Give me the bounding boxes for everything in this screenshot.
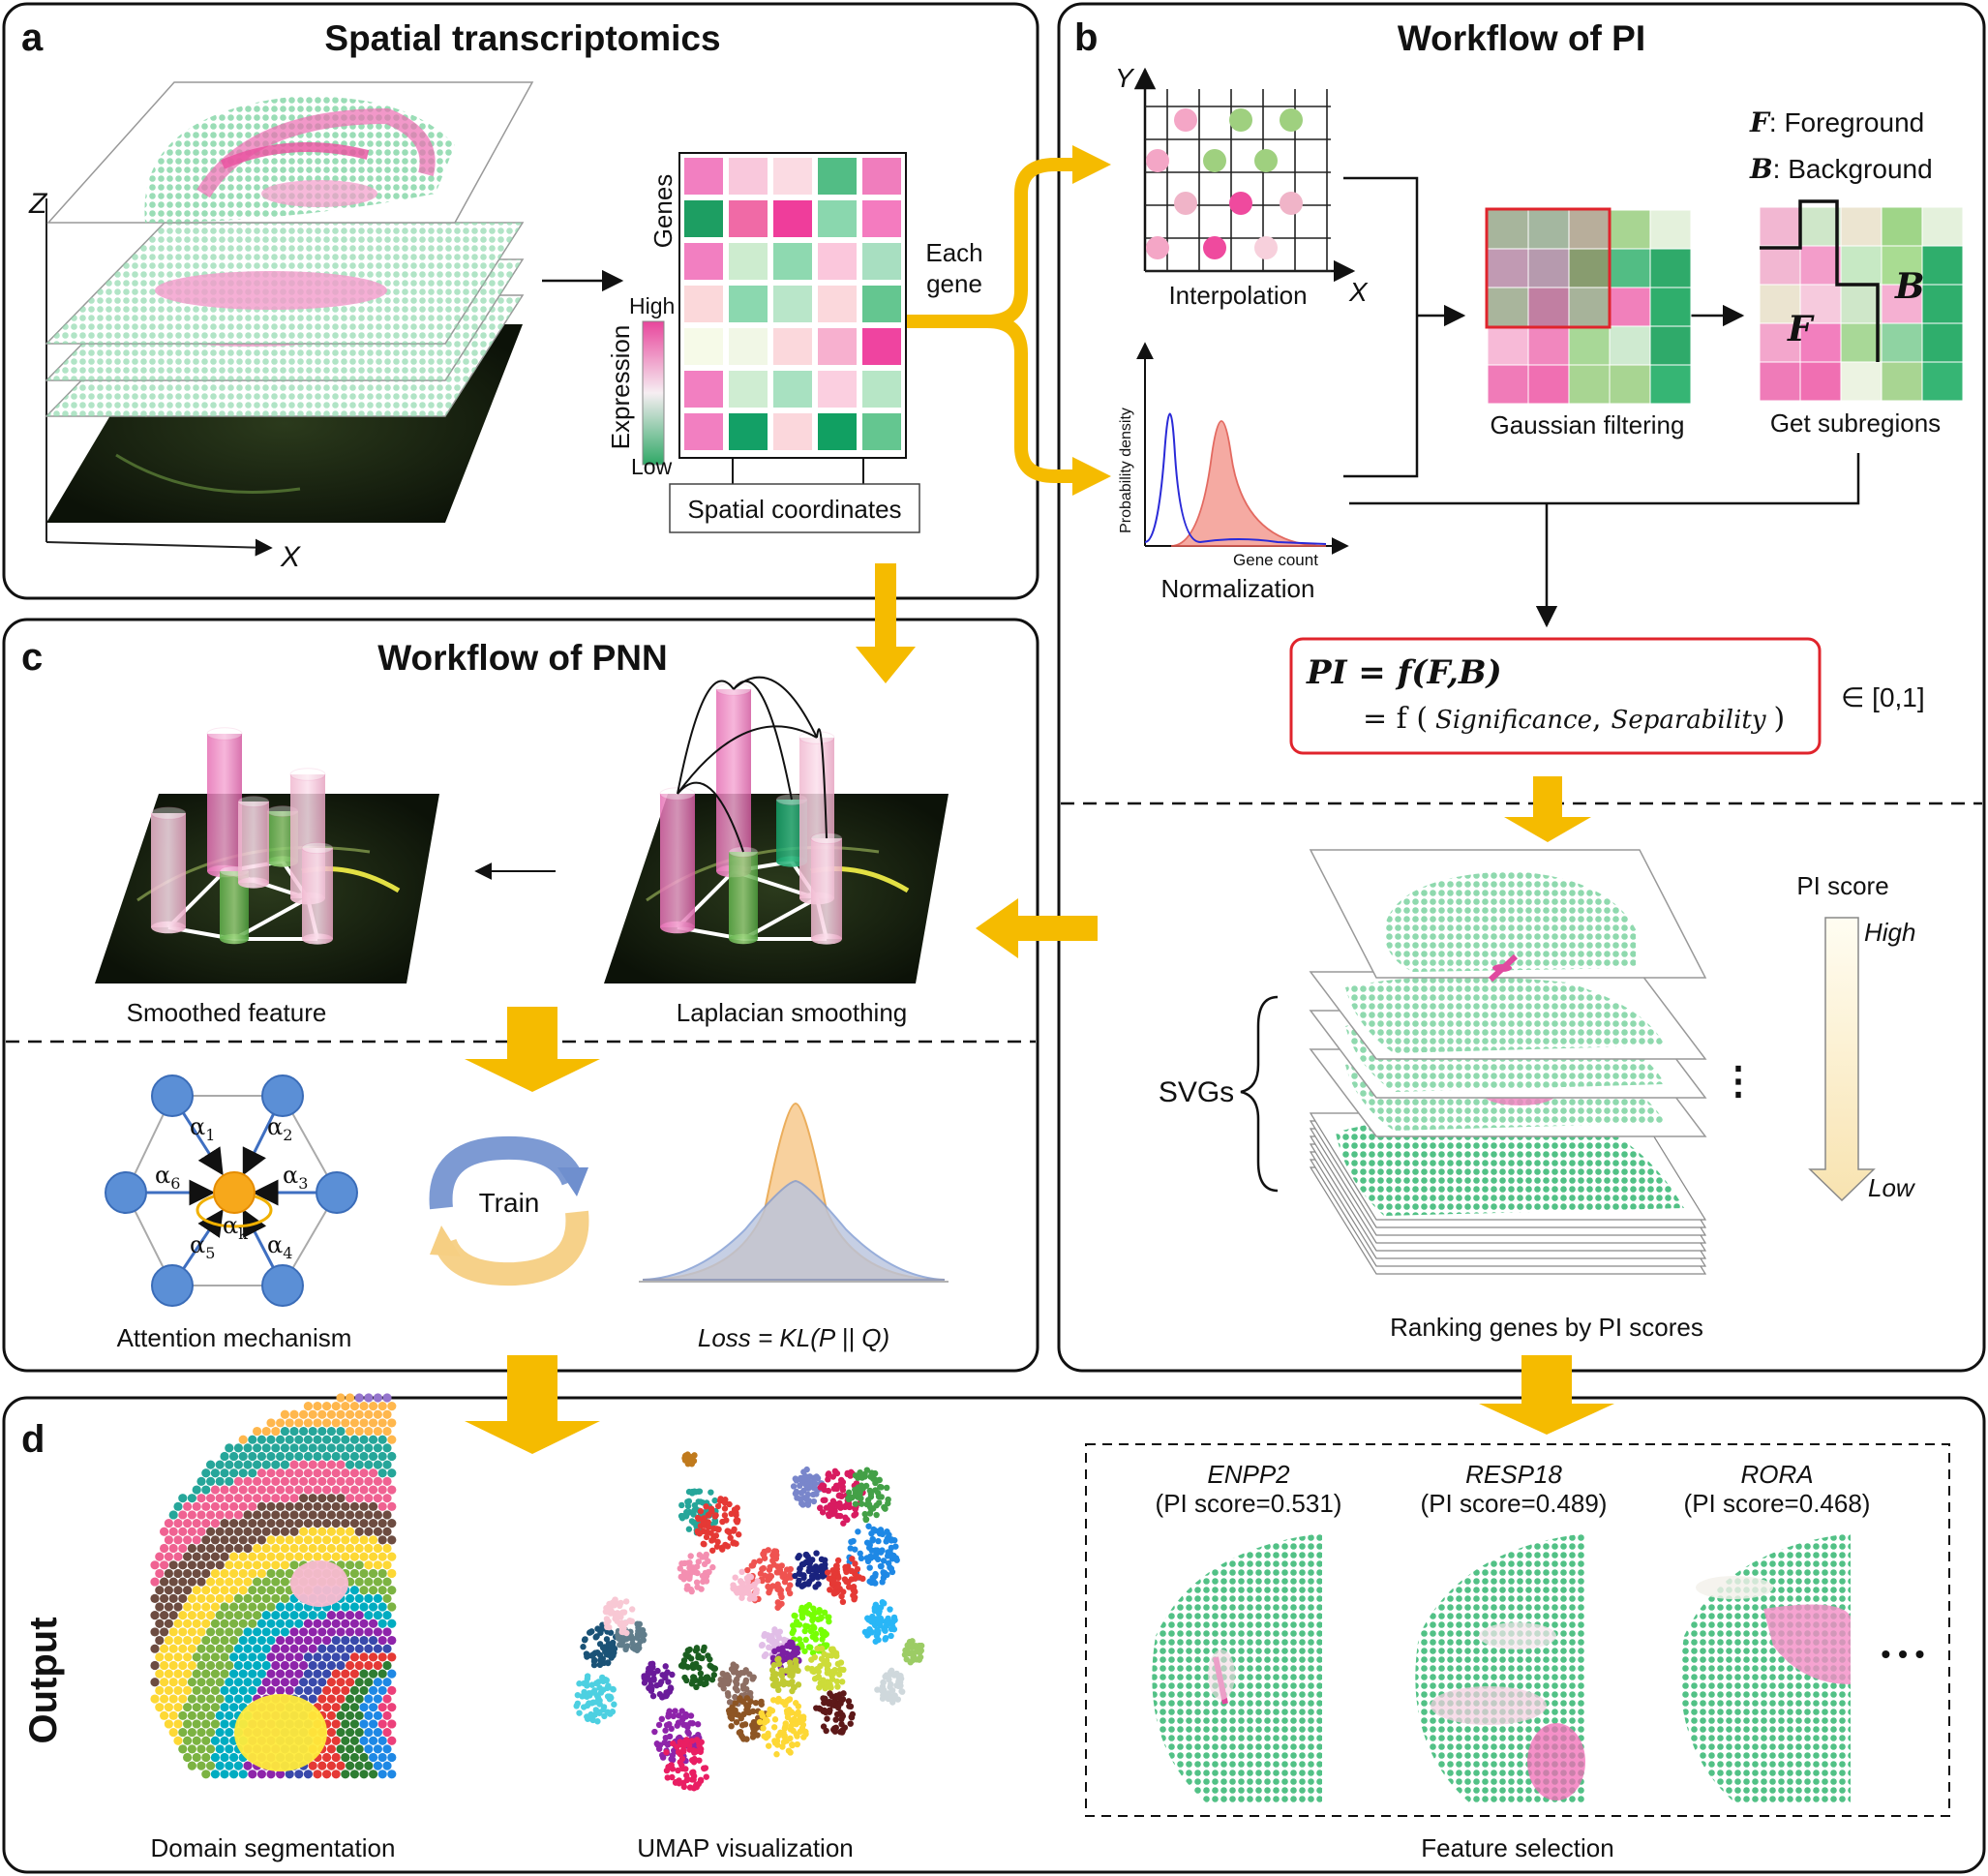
interp-x-label: X [1348,277,1369,307]
alpha-label: α1 [190,1113,215,1144]
panel-b-title: Workflow of PI [1398,18,1645,58]
laplacian-smoothing-label: Laplacian smoothing [677,998,908,1027]
pi-range-label: ∈ [0,1] [1841,682,1925,712]
svgs-brace [1240,995,1279,1193]
yellow-split-arrow [907,158,1074,483]
alpha-label: αk [223,1212,248,1243]
panel-c-letter: c [21,636,43,679]
legend-foreground: F: Foreground [1749,106,1924,138]
normalization-label: Normalization [1161,574,1315,603]
gene-score-3: (PI score=0.468) [1684,1489,1871,1518]
smoothed-feature-scene [95,727,439,983]
svgs-label: SVGs [1159,1076,1234,1108]
colorbar-low-label: Low [631,454,673,479]
panel-b-letter: b [1074,16,1098,59]
arrow-a-to-c [856,563,916,683]
arrow-c-to-d [465,1355,600,1454]
normalization-plot [1136,342,1349,555]
gaussian-filtering-label: Gaussian filtering [1491,410,1685,439]
axis-z-label: Z [28,188,48,220]
gene-score-2: (PI score=0.489) [1421,1489,1608,1518]
ranked-svg-stack [1309,849,1707,1275]
axis-x-label: X [280,541,301,573]
interp-y-label: Y [1115,63,1135,93]
each-gene-label-2: gene [926,269,982,298]
panel-d-frame [2,1396,1986,1874]
umap-visualization-label: UMAP visualization [637,1833,854,1862]
alpha-label: α4 [267,1231,292,1262]
grid-foreground-symbol: F [1787,309,1815,349]
arrow-c-internal [465,1007,600,1092]
expression-colorbar [642,320,665,466]
pi-score-high: High [1864,918,1915,947]
train-cycle [429,1135,589,1286]
panel-d-title: Output [22,1617,65,1743]
prob-density-label: Probability density [1118,408,1134,533]
smoothed-feature-label: Smoothed feature [127,998,327,1027]
expression-matrix [678,152,907,459]
gaussian-filter-grid [1487,209,1692,405]
alpha-label: α3 [283,1162,308,1193]
arrow-b-to-c [976,898,1098,958]
formula-line-1: PI = f(F,B) [1306,653,1502,692]
gaussian-kernel-box [1485,207,1611,329]
genes-axis-label: Genes [648,174,678,249]
domain-segmentation-map [150,1393,397,1779]
gene-score-1: (PI score=0.531) [1156,1489,1342,1518]
subregions-grid [1759,206,1964,402]
panel-a-title: Spatial transcriptomics [324,18,720,58]
colorbar-high-label: High [629,293,675,318]
feature-selection-label: Feature selection [1421,1833,1613,1862]
each-gene-label-1: Each [925,238,982,267]
feature-selection-box [1085,1443,1950,1817]
alpha-label: α2 [267,1113,292,1144]
pi-score-low: Low [1868,1173,1916,1202]
gene-name-2: RESP18 [1465,1460,1562,1489]
subregion-boundary [1760,199,1880,362]
formula-line-2: = f (Significance,Separability) [1363,702,1785,736]
spatial-coordinates-box [669,483,920,533]
loss-label: Loss = KL(P || Q) [698,1323,889,1352]
laplacian-smoothing-scene [604,676,949,983]
alpha-label: α5 [190,1231,215,1262]
arrow-formula-to-ranking [1504,776,1591,842]
arrow-b-to-d [1479,1355,1614,1435]
domain-segmentation-label: Domain segmentation [151,1833,396,1862]
gene-expression-maps [1152,1533,1851,1804]
stack-dots: ⋮ [1719,1060,1758,1103]
gene-name-1: ENPP2 [1207,1460,1290,1489]
get-subregions-label: Get subregions [1770,408,1941,438]
ranking-label: Ranking genes by PI scores [1390,1313,1703,1342]
umap-scatter [573,1451,925,1792]
gene-maps-ellipsis: • • • [1882,1639,1925,1669]
panel-a-letter: a [21,16,44,59]
pi-formula-box [1289,637,1822,755]
alpha-label: α6 [155,1162,180,1193]
panel-a-frame [2,2,1039,600]
gene-name-3: RORA [1740,1460,1813,1489]
grid-background-symbol: B [1894,266,1924,307]
gene-count-label: Gene count [1233,551,1318,569]
train-label: Train [479,1188,540,1218]
panel-d-letter: d [21,1418,45,1461]
attention-mechanism-label: Attention mechanism [117,1323,352,1352]
panel-c-title: Workflow of PNN [377,638,667,678]
loss-distributions [639,1102,949,1283]
attention-mechanism-graph: α1 α2 α3 α4 α5 α6 αk [105,1074,358,1307]
pi-score-gradient-arrow [1808,917,1876,1202]
spatial-coordinates-label: Spatial coordinates [687,495,901,524]
interpolation-label: Interpolation [1168,281,1307,310]
expression-axis-label: Expression [606,325,635,450]
legend-background: B: Background [1749,153,1933,185]
interpolation-grid [1133,67,1356,283]
tissue-stack: Z Y X [28,81,534,573]
pi-score-label: PI score [1796,871,1888,900]
